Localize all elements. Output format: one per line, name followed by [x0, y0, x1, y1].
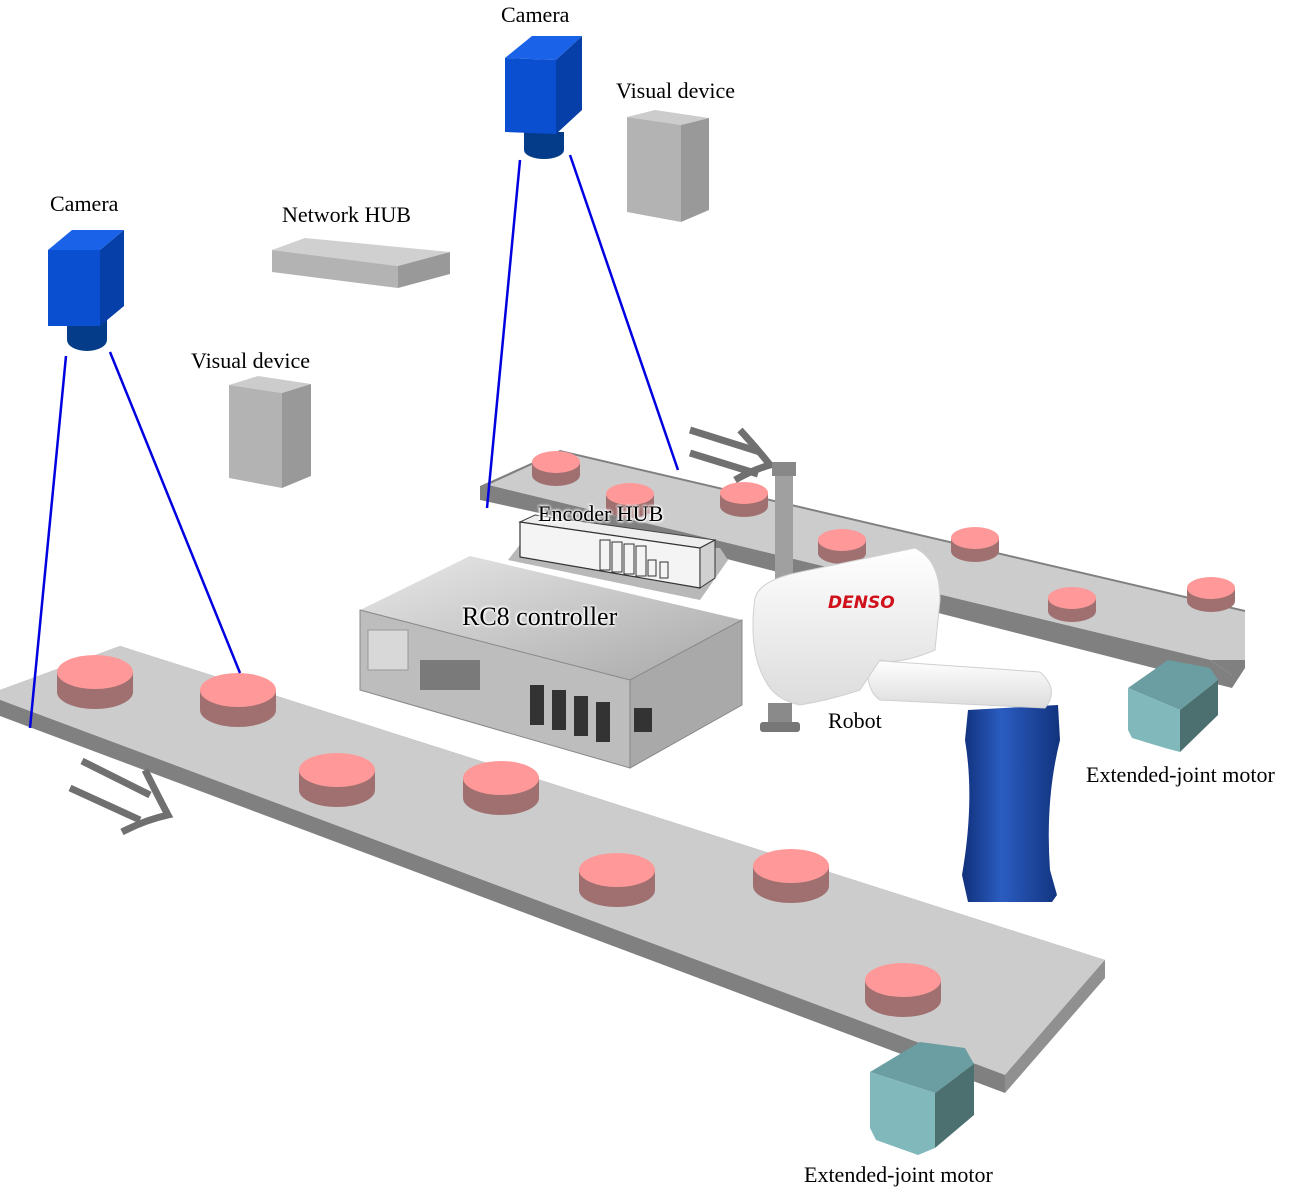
camera-left-label: Camera — [50, 191, 119, 216]
front-direction-arrow-icon — [68, 757, 174, 836]
back-direction-arrow-icon — [688, 426, 776, 484]
workpiece — [720, 482, 768, 517]
robot-brand-logo: DENSO — [828, 593, 895, 613]
network-hub-icon — [272, 238, 450, 288]
camera-left-icon — [48, 230, 124, 351]
camera-field-of-view — [28, 154, 680, 729]
rc8-controller-label: RC8 controller — [462, 602, 618, 631]
workpiece — [753, 849, 829, 903]
workpiece — [1187, 577, 1235, 612]
front-workpieces — [57, 655, 941, 1017]
network-hub-label: Network HUB — [282, 202, 411, 227]
robot-label: Robot — [828, 708, 882, 733]
workpiece — [579, 853, 655, 907]
camera-top-icon — [505, 36, 582, 159]
motor-bottom-label: Extended-joint motor — [804, 1162, 993, 1187]
workpiece — [951, 527, 999, 562]
visual-device-top-icon — [627, 110, 709, 222]
encoder-hub-icon — [508, 514, 728, 600]
workpiece — [606, 483, 654, 518]
robot-icon — [752, 462, 1060, 902]
motor-right-label: Extended-joint motor — [1086, 762, 1275, 787]
visual-device-left-icon — [229, 376, 311, 488]
workpiece — [1048, 587, 1096, 622]
camera-top-label: Camera — [501, 2, 570, 27]
visual-device-left-label: Visual device — [191, 348, 311, 373]
front-conveyor — [0, 646, 1105, 1093]
visual-device-top-label: Visual device — [616, 78, 736, 103]
workpiece — [200, 673, 276, 727]
workpiece — [299, 753, 375, 807]
workpiece — [818, 529, 866, 564]
workpiece — [57, 655, 133, 709]
extended-joint-motor-bottom-icon — [870, 1042, 974, 1155]
back-workpieces — [532, 451, 1235, 622]
extended-joint-motor-right-icon — [1128, 660, 1218, 752]
encoder-hub-label: Encoder HUB — [538, 501, 664, 526]
workpiece — [532, 451, 580, 486]
rc8-controller-icon — [359, 556, 743, 769]
workpiece — [865, 963, 941, 1017]
workpiece — [463, 761, 539, 815]
